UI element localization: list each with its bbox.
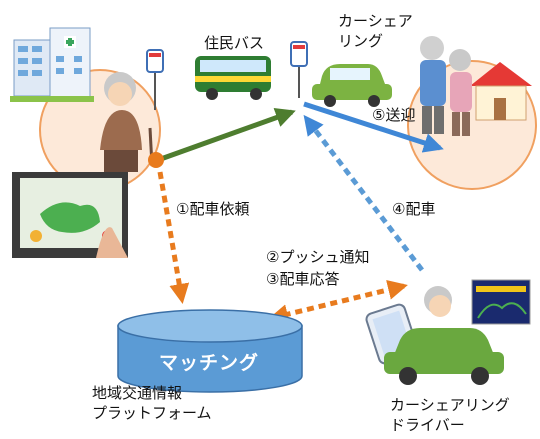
- carshare-label-line2: リング: [338, 32, 384, 50]
- dispatch-label: ④配車: [392, 200, 436, 218]
- bus-stop-icon: [290, 41, 308, 98]
- carshare-label-line1: カーシェア: [338, 12, 413, 30]
- tablet-app-photo: [12, 172, 128, 258]
- notify-reply-arrow: [268, 280, 408, 324]
- matching-database: [117, 309, 303, 393]
- driver-in-car-icon: [384, 286, 504, 385]
- house-icon: [470, 62, 532, 121]
- push-notify-label: ②プッシュ通知: [266, 248, 370, 266]
- dispatch-arrow: [303, 114, 424, 272]
- platform-label-line2: プラットフォーム: [92, 404, 212, 422]
- pickup-label: ⑤送迎: [372, 106, 416, 124]
- dispatch-reply-label: ③配車応答: [266, 270, 340, 288]
- hospital-icon: [10, 27, 94, 102]
- bus-stop-icon: [146, 49, 164, 110]
- green-car-icon: [312, 64, 392, 107]
- nav-screen-icon: [471, 279, 531, 325]
- matching-label: マッチング: [158, 352, 259, 374]
- driver-label-line2: ドライバー: [390, 416, 465, 434]
- request-label: ①配車依頼: [176, 200, 250, 218]
- elderly-couple-icon: [420, 36, 472, 136]
- bus-icon: [195, 56, 271, 100]
- bus-route-arrow: [148, 107, 296, 168]
- bus-label: 住民バス: [204, 34, 265, 52]
- driver-label-line1: カーシェアリング: [390, 396, 510, 414]
- pickup-arrow: [303, 101, 444, 153]
- platform-label-line1: 地域交通情報: [92, 384, 183, 402]
- request-arrow: [157, 171, 190, 304]
- grandmother-icon: [100, 72, 154, 172]
